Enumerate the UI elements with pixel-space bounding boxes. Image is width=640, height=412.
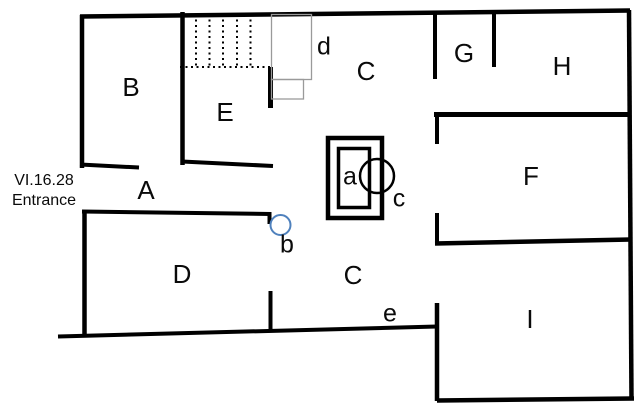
entrance-label: VI.16.28 Entrance — [5, 171, 83, 211]
room-label-d: D — [172, 259, 192, 289]
room-label-b: B — [122, 72, 140, 102]
central-features — [325, 135, 396, 221]
wall-room-b-bottom — [79, 162, 140, 170]
wall-right-outer — [626, 9, 634, 401]
feature-d-outline — [270, 13, 313, 100]
room-label-i: I — [526, 304, 534, 334]
feature-b-circle — [269, 214, 292, 236]
staircase-dotted-lines — [180, 14, 270, 68]
room-label-a: A — [137, 175, 155, 205]
wall-room-f-bottom — [434, 237, 632, 246]
entrance-address: VI.16.28 — [14, 172, 74, 189]
feature-c-circle — [358, 157, 396, 195]
feature-d-rect-small — [270, 78, 305, 100]
room-label-h: H — [552, 51, 572, 81]
feature-a-outer-rect — [325, 135, 385, 221]
room-label-g: G — [453, 38, 475, 68]
room-label-c-lower: C — [343, 260, 363, 290]
wall-room-e-bottom — [181, 159, 274, 168]
entrance-word: Entrance — [11, 192, 77, 210]
feature-d-rect-large — [270, 13, 313, 81]
room-label-e: E — [216, 97, 234, 127]
wall-room-i-bottom — [436, 396, 635, 403]
room-label-f: F — [523, 161, 539, 191]
feature-label-a: a — [343, 162, 357, 191]
feature-a-inner-rect — [336, 146, 372, 210]
room-label-c-upper: C — [356, 56, 376, 86]
wall-room-d-top — [81, 209, 272, 216]
feature-label-b: b — [280, 230, 294, 259]
feature-label-d: d — [317, 32, 331, 61]
feature-label-e: e — [383, 299, 397, 328]
walls — [57, 8, 635, 403]
wall-south-long — [57, 324, 438, 339]
wall-top-outer — [79, 8, 631, 19]
feature-label-c: c — [392, 184, 406, 213]
